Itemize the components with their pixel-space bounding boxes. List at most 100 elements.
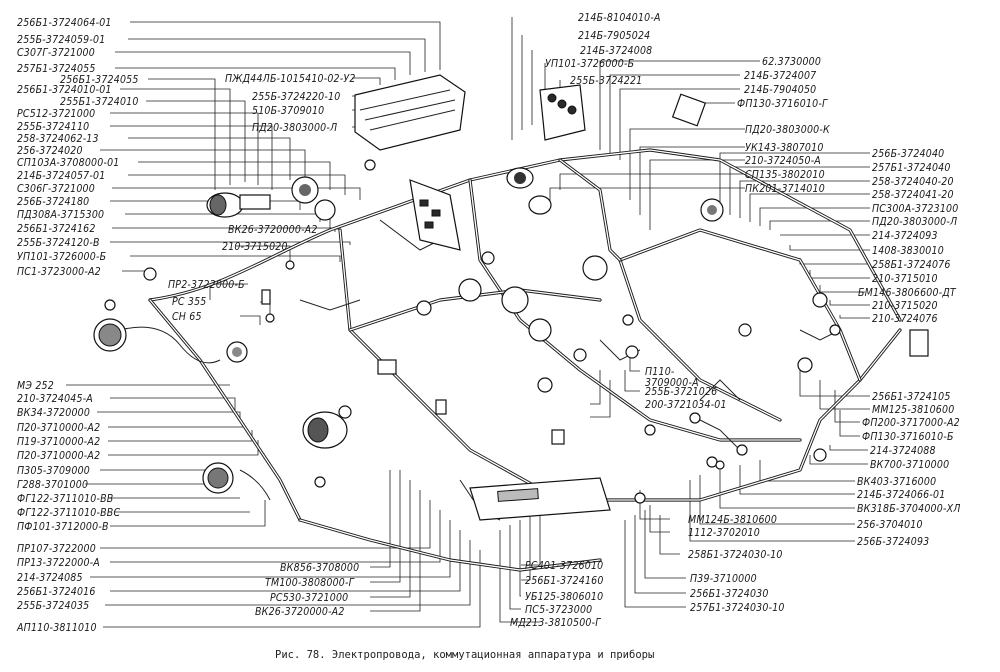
part-label: ВК856-3708000 (280, 562, 359, 574)
part-label: 214Б-7904050 (744, 84, 816, 96)
instrument-cluster (469, 477, 646, 521)
part-label: 214Б-3724008 (580, 45, 652, 57)
part-label: ПР2-3722000-Б (168, 279, 245, 291)
part-label: ПС300А-3723100 (872, 203, 958, 215)
part-label: ВК403-3716000 (857, 476, 936, 488)
part-label: ВК26-3720000-А2 (255, 606, 345, 618)
part-label: 256Б1-3724160 (525, 575, 604, 587)
part-label: 1112-3702010 (688, 527, 760, 539)
part-label: 210-3715020 (872, 300, 938, 312)
labels-center: ПЖД44ЛБ-1015410-02-У2 255Б-3724220-10 51… (168, 73, 784, 629)
part-label: 214Б-3724066-01 (857, 489, 945, 501)
heater-unit (354, 74, 466, 151)
right-lamps-icon (706, 292, 929, 468)
part-label: АП110-3811010 (16, 622, 97, 634)
part-label: П110- (645, 366, 675, 378)
part-label: ФП130-3716010-Г (737, 98, 828, 110)
part-label: 256Б1-3724064-01 (17, 17, 112, 29)
components (93, 74, 929, 521)
part-label: ВК318Б-3704000-ХЛ (857, 503, 961, 515)
part-label: 210-3724050-А (745, 155, 821, 167)
part-label: СП135-3802010 (745, 169, 825, 181)
part-label: 200-3721034-01 (645, 399, 727, 411)
part-label: СП103А-3708000-01 (17, 157, 120, 169)
part-label: 214-3724093 (872, 230, 938, 242)
part-label: 258-3724040-20 (872, 176, 954, 188)
part-label: 210-3724076 (872, 313, 938, 325)
part-label: 256Б-3724093 (857, 536, 929, 548)
part-label: ПД20-3803000-К (745, 124, 831, 136)
part-label: 214-3724088 (870, 445, 936, 457)
part-label: ТМ100-3808000-Г (265, 577, 355, 589)
signal-lamp-icon (226, 341, 248, 363)
part-label: РС512-3721000 (17, 108, 95, 120)
part-label: П305-3709000 (17, 465, 90, 477)
part-label: БМ146-3806600-ДТ (858, 287, 957, 299)
part-label: 256Б1-3724055 (60, 74, 139, 86)
motor-icon (291, 176, 336, 221)
part-label: УП101-3726000-Б (545, 58, 634, 70)
misc-parts (261, 159, 841, 470)
part-label: 214-3724085 (17, 572, 83, 584)
part-label: 256Б1-3724010-01 (17, 84, 112, 96)
part-label: ФГ122-3711010-ВВ (17, 493, 113, 505)
part-label: 214Б-7905024 (578, 30, 650, 42)
part-label: 258-3724062-13 (17, 133, 99, 145)
part-label: ПЖД44ЛБ-1015410-02-У2 (225, 73, 356, 85)
part-label: 510Б-3709010 (252, 105, 324, 117)
part-label: 62.3730000 (762, 56, 821, 68)
part-label: ПД20-3803000-Л (252, 122, 337, 134)
part-label: 258-3724041-20 (872, 189, 954, 201)
part-label: ПД308А-3715300 (17, 209, 104, 221)
part-label: УК143-3807010 (745, 142, 824, 154)
part-label: 255Б-3724221 (570, 75, 642, 87)
part-label: ФП130-3716010-Б (862, 431, 954, 443)
part-label: ПС5-3723000 (525, 604, 592, 616)
part-label: 210-3715020 (222, 241, 288, 253)
leader-lines-right (209, 17, 870, 623)
part-label: 255Б-3724110 (17, 121, 89, 133)
part-label: 256Б1-3724162 (17, 223, 96, 235)
part-label: П19-3710000-А2 (17, 436, 100, 448)
part-label: ФП200-3717000-А2 (862, 417, 960, 429)
headlight-left-icon (93, 299, 127, 352)
part-label: 214Б-3724057-01 (17, 170, 105, 182)
part-label: С306Г-3721000 (17, 183, 95, 195)
part-label: ФГ122-3711010-ВВС (17, 507, 120, 519)
part-label: С307Г-3721000 (17, 47, 95, 59)
fuse-box-icon (539, 84, 586, 141)
generator-icon (302, 405, 352, 449)
part-label: ММ125-3810600 (872, 404, 954, 416)
part-label: П39-3710000 (690, 573, 757, 585)
gauge-icons (458, 251, 608, 393)
part-label: МЭ 252 (17, 380, 54, 392)
thin-wires (119, 219, 841, 521)
part-label: МД213-3810500-Г (510, 617, 601, 629)
fog-light-icon (202, 462, 326, 494)
part-label: 258Б1-3724030-10 (688, 549, 783, 561)
part-label: ПФ101-3712000-В (17, 521, 109, 533)
part-label: 257Б1-3724055 (17, 63, 96, 75)
part-label: ВК700-3710000 (870, 459, 949, 471)
part-label: П20-3710000-А2 (17, 450, 100, 462)
part-label: ВК34-3720000 (17, 407, 90, 419)
part-label: 256Б1-3724105 (872, 391, 951, 403)
part-label: П20-3710000-А2 (17, 422, 100, 434)
figure-caption: Рис. 78. Электропровода, коммутационная … (275, 649, 654, 661)
part-label: 256Б-3724040 (872, 148, 944, 160)
part-label: ПС1-3723000-А2 (17, 266, 101, 278)
part-label: 210-3724045-А (17, 393, 93, 405)
pressure-sensor-icon (700, 198, 724, 222)
part-label: СН 65 (172, 311, 202, 323)
switch-panel (409, 179, 461, 251)
part-label: 255Б-3724035 (17, 600, 89, 612)
part-label: 255Б-3724220-10 (252, 91, 340, 103)
part-label: ПР107-3722000 (17, 543, 96, 555)
part-label: 256-3724020 (17, 145, 83, 157)
part-label: 210-3715010 (872, 273, 938, 285)
part-label: ВК26-3720000-А2 (228, 224, 318, 236)
part-label: ПК201-3714010 (745, 183, 825, 195)
part-label: 3709000-А (645, 377, 699, 389)
labels-left: 256Б1-3724064-01 255Б-3724059-01 С307Г-3… (16, 17, 139, 634)
